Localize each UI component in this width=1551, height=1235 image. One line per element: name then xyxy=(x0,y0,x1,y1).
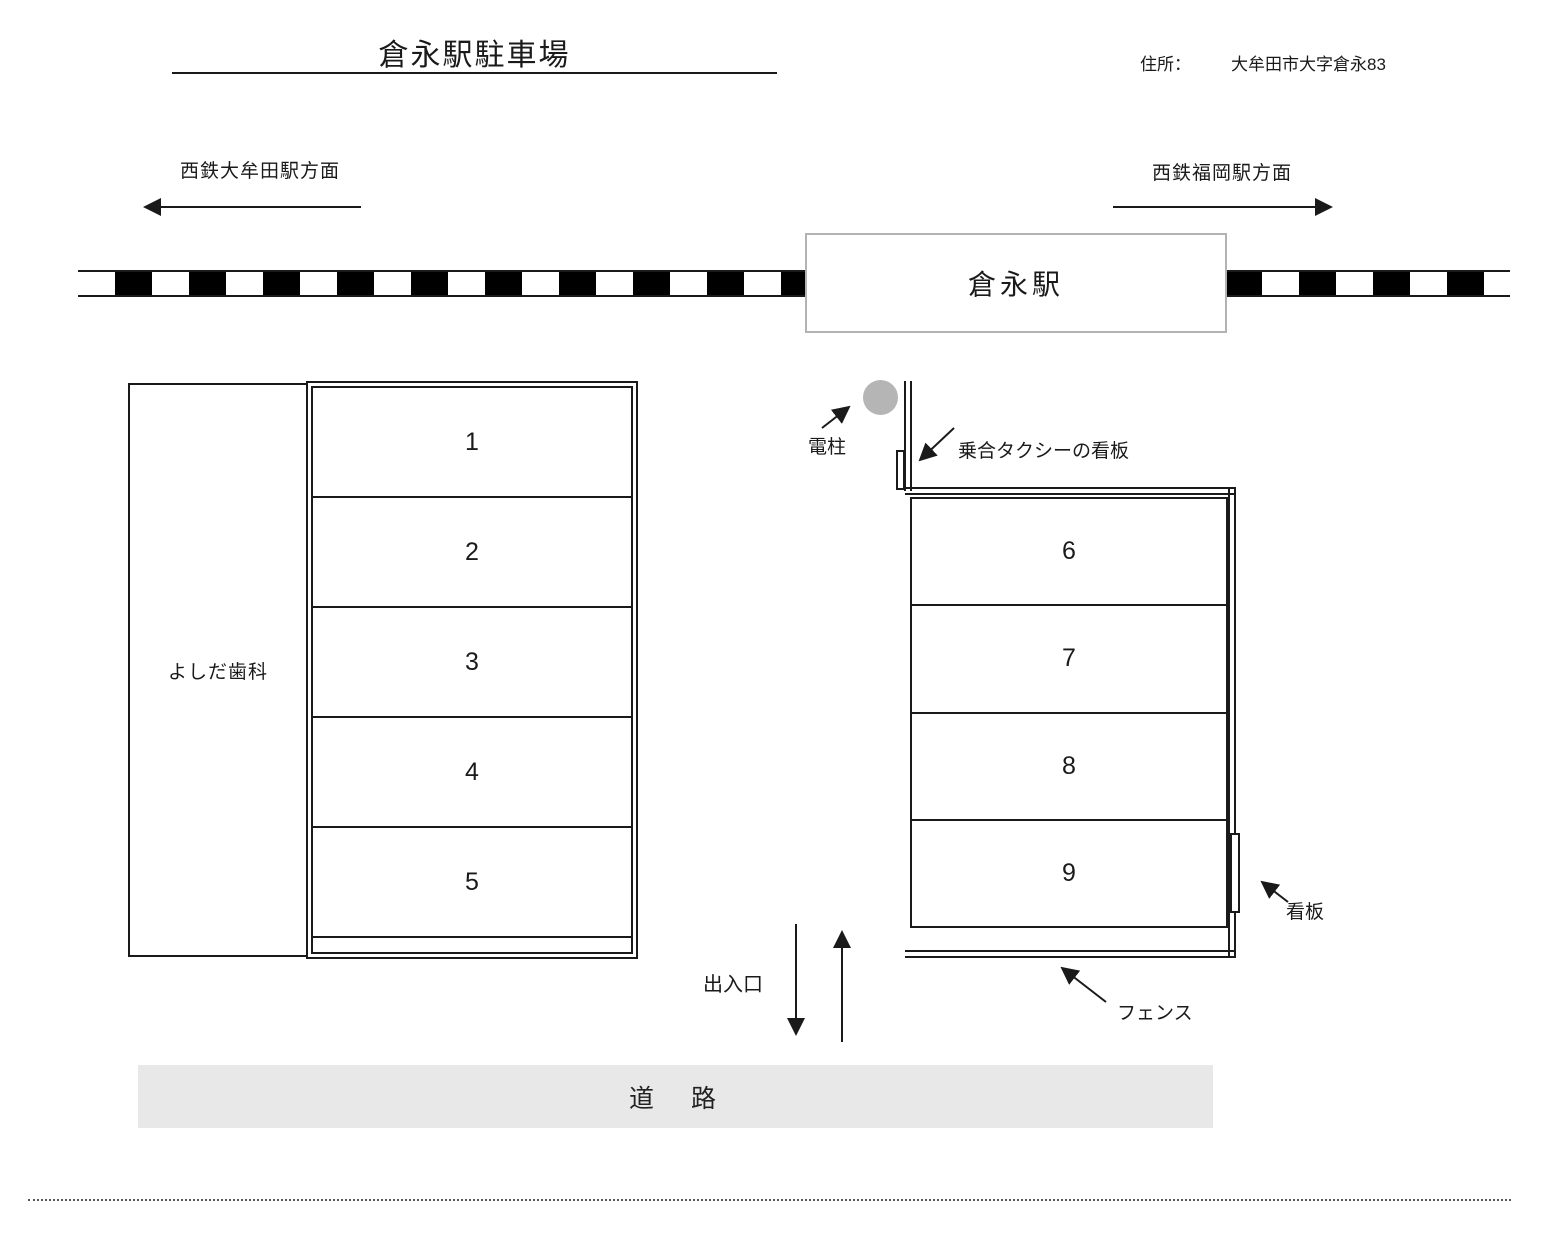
parking-stall-9: 9 xyxy=(912,821,1226,926)
stall-number: 9 xyxy=(1062,858,1076,887)
utility-pole-arrow-icon xyxy=(821,405,851,429)
right-direction-arrow-icon xyxy=(1113,198,1333,216)
signboard-label: 看板 xyxy=(1286,902,1325,923)
shared-taxi-sign-label: 乗合タクシーの看板 xyxy=(958,441,1130,462)
station-name: 倉永駅 xyxy=(967,269,1064,300)
parking-stall-6: 6 xyxy=(912,499,1226,607)
platform-edge-line xyxy=(904,381,912,491)
signboard xyxy=(1230,833,1240,913)
stall-number: 5 xyxy=(465,867,479,896)
shared-taxi-sign-arrow-icon xyxy=(918,427,955,462)
address: 住所： 大牟田市大字倉永83 xyxy=(1140,50,1386,75)
railway-track xyxy=(78,270,1510,297)
fence-top xyxy=(905,487,1236,495)
direction-label-omuta: 西鉄大牟田駅方面 xyxy=(180,161,341,182)
entrance-label: 出入口 xyxy=(703,974,763,996)
parking-stall-2: 2 xyxy=(313,498,631,608)
direction-label-fukuoka: 西鉄福岡駅方面 xyxy=(1152,163,1293,184)
stall-number: 4 xyxy=(465,757,479,786)
stall-number: 8 xyxy=(1062,751,1076,780)
road-label: 道 路 xyxy=(628,1084,722,1113)
stall-number: 7 xyxy=(1062,644,1076,673)
road: 道 路 xyxy=(138,1065,1213,1128)
station-box: 倉永駅 xyxy=(805,233,1227,333)
building-yoshida-dental: よしだ歯科 xyxy=(128,383,308,957)
utility-pole-icon xyxy=(863,380,898,415)
fence-label: フェンス xyxy=(1117,1003,1193,1024)
stall-number: 6 xyxy=(1062,537,1076,566)
stall-number: 2 xyxy=(465,537,479,566)
page-title: 倉永駅駐車場 xyxy=(378,39,571,72)
left-parking-block: 1 2 3 4 5 xyxy=(306,381,638,959)
page-bottom-dotted-rule xyxy=(28,1199,1511,1201)
parking-stall-7: 7 xyxy=(912,606,1226,714)
stall-number: 1 xyxy=(465,427,479,456)
right-parking-block: 6 7 8 9 xyxy=(910,497,1228,928)
fence-bottom xyxy=(905,950,1236,958)
parking-stall-3: 3 xyxy=(313,608,631,718)
fence-right xyxy=(1228,487,1236,958)
stall-number: 3 xyxy=(465,647,479,676)
address-label: 住所： xyxy=(1140,55,1191,74)
fence-arrow-icon xyxy=(1060,966,1107,1003)
entrance-in-arrow-icon xyxy=(787,924,805,1036)
shared-taxi-signboard xyxy=(896,450,905,490)
title-underline xyxy=(172,72,777,74)
address-value: 大牟田市大字倉永83 xyxy=(1231,55,1386,74)
left-parking-rows: 1 2 3 4 5 xyxy=(313,388,631,938)
utility-pole-label: 電柱 xyxy=(808,437,847,458)
building-name: よしだ歯科 xyxy=(167,661,268,683)
parking-stall-5: 5 xyxy=(313,828,631,938)
signboard-arrow-icon xyxy=(1260,880,1289,903)
parking-stall-4: 4 xyxy=(313,718,631,828)
left-parking-inner-border: 1 2 3 4 5 xyxy=(311,386,633,954)
parking-stall-1: 1 xyxy=(313,388,631,498)
left-direction-arrow-icon xyxy=(143,198,361,216)
entrance-out-arrow-icon xyxy=(833,930,851,1042)
parking-stall-8: 8 xyxy=(912,714,1226,821)
